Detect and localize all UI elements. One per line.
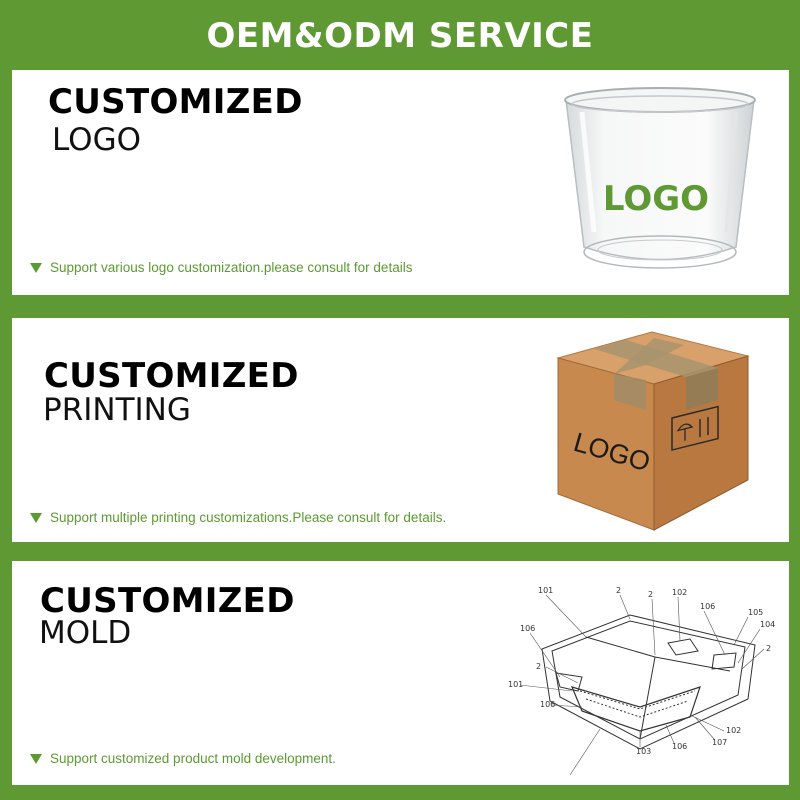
- diagram-label: 104: [760, 620, 775, 629]
- note-text: Support customized product mold developm…: [50, 751, 336, 766]
- diagram-label: 106: [540, 700, 555, 709]
- diagram-label: 101: [538, 586, 553, 595]
- diagram-label: 2: [536, 662, 541, 671]
- logo-panel: CUSTOMIZED LOGO Support various logo cus…: [12, 70, 789, 295]
- diagram-label: 106: [520, 624, 535, 633]
- triangle-bullet-icon: [30, 513, 42, 523]
- logo-label: LOGO: [603, 179, 709, 219]
- section-note: Support customized product mold developm…: [30, 751, 336, 766]
- printing-panel: CUSTOMIZED PRINTING Support multiple pri…: [12, 318, 789, 542]
- note-text: Support various logo customization.pleas…: [50, 260, 413, 275]
- diagram-label: 106: [700, 602, 715, 611]
- section-heading: CUSTOMIZED: [48, 82, 303, 122]
- triangle-bullet-icon: [30, 754, 42, 764]
- diagram-label: 2: [766, 644, 771, 653]
- triangle-bullet-icon: [30, 263, 42, 273]
- page-title: OEM&ODM SERVICE: [206, 16, 594, 56]
- diagram-label: 2: [616, 586, 621, 595]
- cardboard-box-image: LOGO: [556, 331, 750, 531]
- umbrella-icon: [671, 405, 719, 451]
- section-subheading: MOLD: [39, 615, 132, 651]
- section-note: Support various logo customization.pleas…: [30, 260, 412, 275]
- section-subheading: LOGO: [52, 122, 141, 158]
- diagram-label: 103: [636, 747, 651, 756]
- tray-diagram-image: 101 2 2 102 106 105 104 106 2 2 101 106 …: [508, 586, 775, 776]
- section-heading: CUSTOMIZED: [40, 581, 295, 621]
- section-note: Support multiple printing customizations…: [30, 510, 446, 525]
- diagram-label: 2: [648, 590, 653, 599]
- diagram-label: 101: [508, 680, 523, 689]
- diagram-label: 102: [672, 588, 687, 597]
- diagram-label: 106: [672, 742, 687, 751]
- clear-cup-image: LOGO: [564, 87, 756, 269]
- mold-panel: CUSTOMIZED MOLD Support customized produ…: [12, 561, 789, 785]
- note-text: Support multiple printing customizations…: [50, 510, 447, 525]
- diagram-label: 105: [748, 608, 763, 617]
- diagram-label: 102: [726, 726, 741, 735]
- section-heading: CUSTOMIZED: [44, 356, 299, 396]
- diagram-label: 107: [712, 738, 727, 747]
- section-subheading: PRINTING: [43, 392, 191, 428]
